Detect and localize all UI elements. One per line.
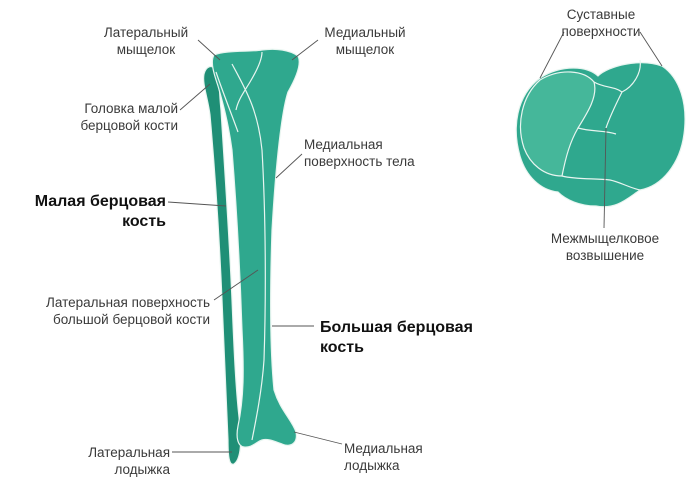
label-medial-condyle: Медиальный мыщелок xyxy=(310,24,420,58)
label-medial-surface: Медиальная поверхность тела xyxy=(304,136,454,170)
label-tibia: Большая берцовая кость xyxy=(320,318,520,358)
label-fibula-head: Головка малой берцовой кости xyxy=(40,100,178,134)
label-intercondylar-eminence: Межмыщелковое возвышение xyxy=(540,230,670,264)
label-lateral-malleolus: Латеральная лодыжка xyxy=(60,444,170,478)
label-articular-surfaces: Суставные поверхности xyxy=(546,6,656,40)
label-lateral-surface: Латеральная поверхность большой берцовой… xyxy=(2,294,210,328)
label-medial-malleolus: Медиальная лодыжка xyxy=(344,440,454,474)
label-fibula: Малая берцовая кость xyxy=(4,192,166,232)
label-lateral-condyle: Латеральный мыщелок xyxy=(86,24,206,58)
